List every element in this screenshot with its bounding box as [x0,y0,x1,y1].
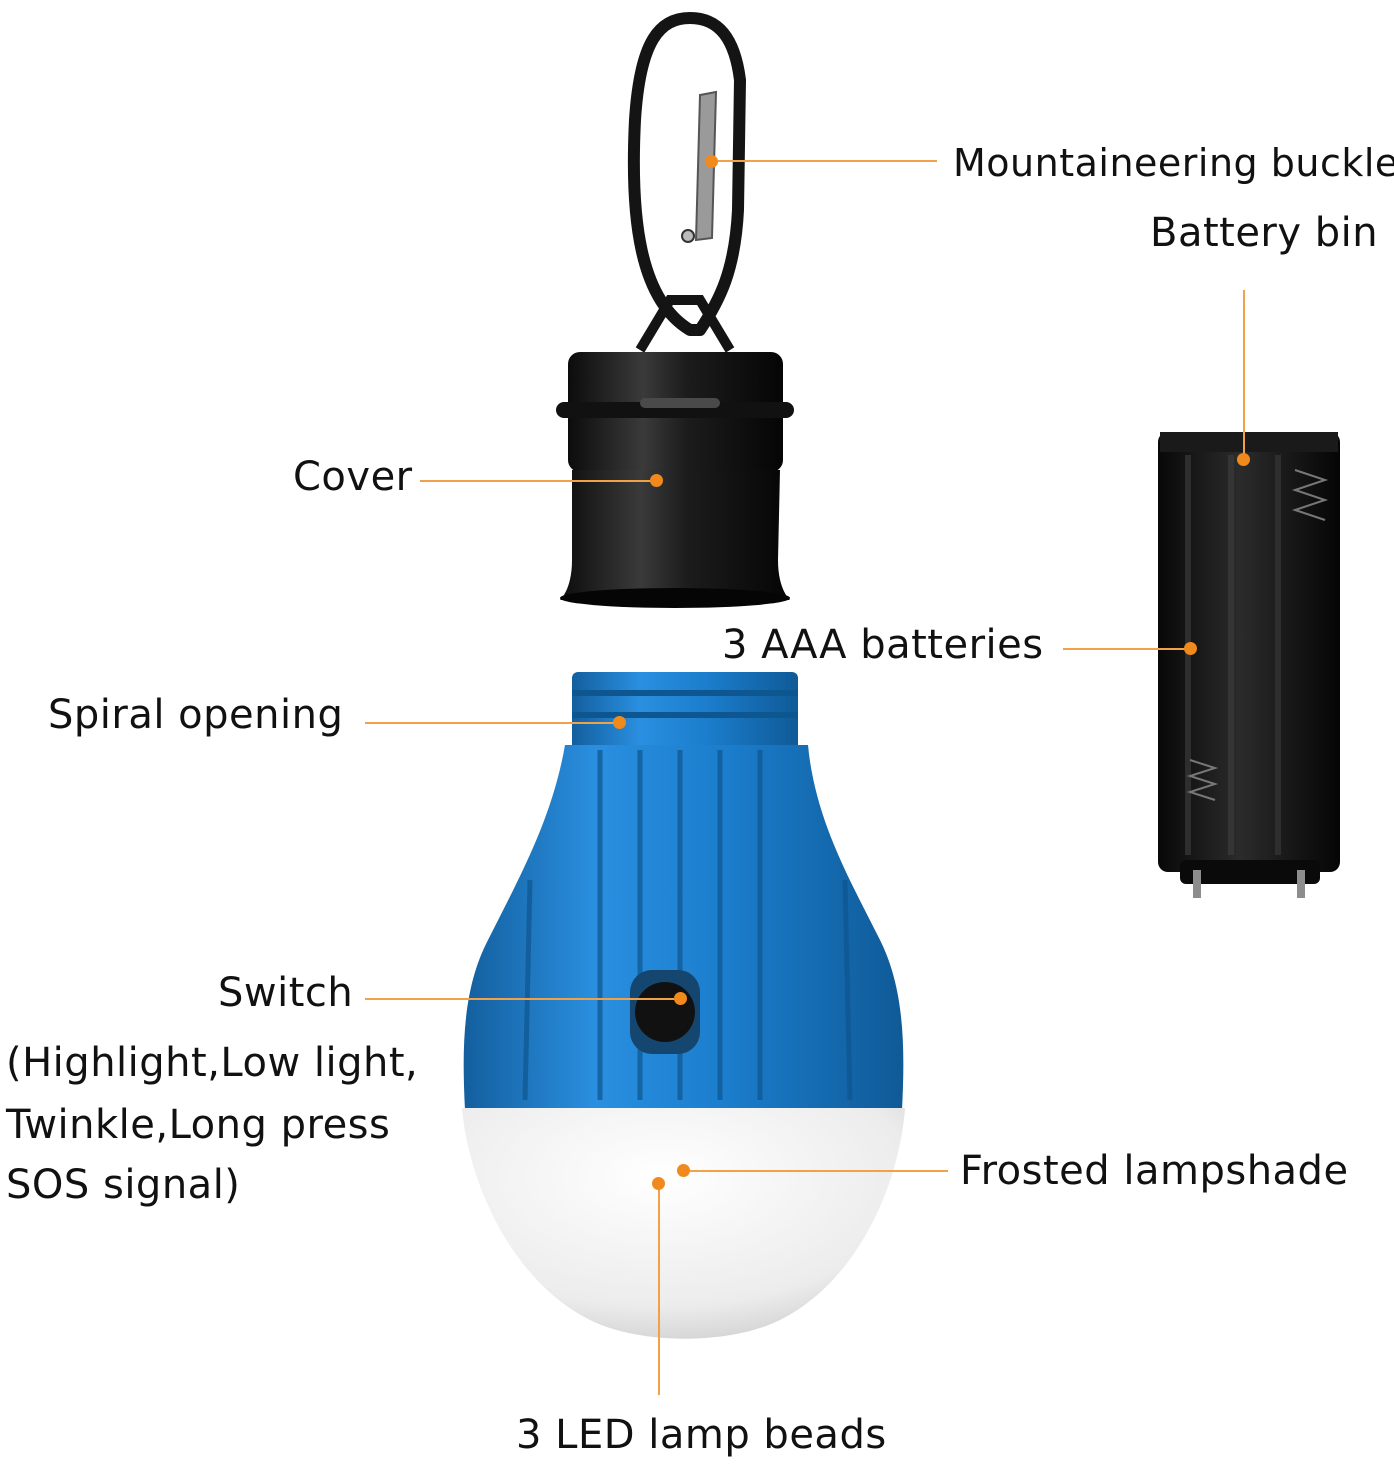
marker-batteries [1184,642,1197,655]
marker-cover [650,474,663,487]
marker-battery-bin [1237,453,1250,466]
label-aaa-batteries: 3 AAA batteries [722,622,1044,668]
leader-buckle [712,160,937,162]
marker-spiral [613,716,626,729]
label-frosted-lampshade: Frosted lampshade [960,1148,1349,1194]
label-battery-bin: Battery bin [1150,210,1379,256]
leader-led [658,1185,660,1395]
leader-batteries [1063,648,1191,650]
cap-icon [556,352,794,608]
marker-led [652,1177,665,1190]
label-switch-detail-1: (Highlight,Low light, [6,1040,419,1086]
label-switch: Switch [218,970,354,1016]
label-switch-detail-2: Twinkle,Long press [6,1102,391,1148]
label-led-beads: 3 LED lamp beads [516,1412,887,1458]
marker-buckle [705,155,718,168]
marker-shade [677,1164,690,1177]
leader-spiral [365,722,620,724]
carabiner-icon [627,12,746,353]
leader-switch [365,998,680,1000]
battery-holder-icon [1158,432,1340,898]
label-cover: Cover [293,454,413,500]
bulb-icon [462,672,905,1339]
label-switch-detail-3: SOS signal) [6,1162,241,1208]
leader-shade [690,1170,948,1172]
label-mountaineering-buckle: Mountaineering buckle [953,141,1394,185]
leader-cover [420,480,655,482]
marker-switch [674,992,687,1005]
label-spiral-opening: Spiral opening [48,692,344,738]
leader-battery-bin [1243,290,1245,460]
